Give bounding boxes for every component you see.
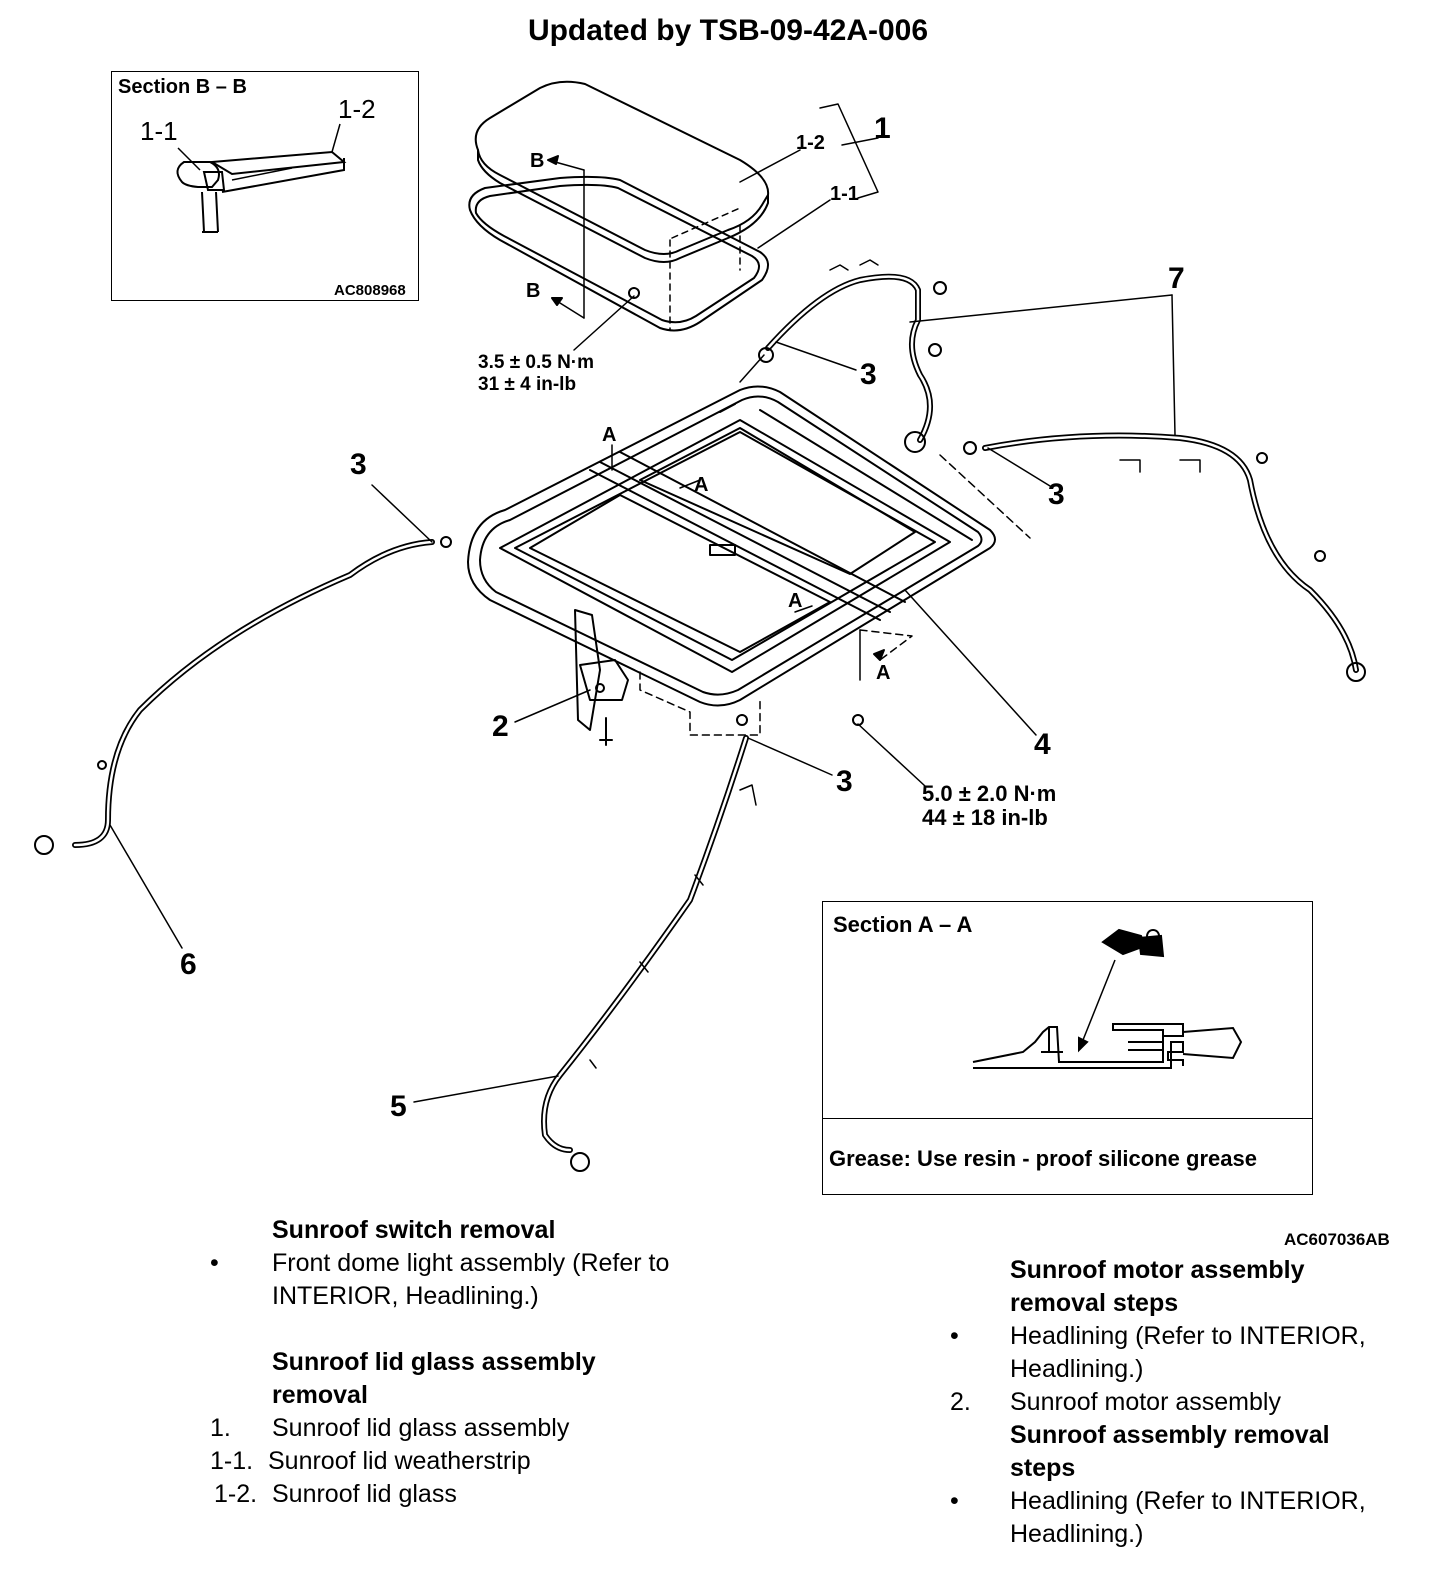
torque-frame-imperial: 44 ± 18 in-lb xyxy=(922,805,1048,830)
switch-item-line1: Front dome light assembly (Refer to xyxy=(272,1249,670,1277)
section-b-label-1-1: 1-1 xyxy=(140,116,178,146)
legend-item-1-num: 1. xyxy=(210,1414,231,1442)
legend-item-1-2-text: Sunroof lid glass xyxy=(272,1480,457,1508)
callout-1: 1 xyxy=(874,112,891,145)
section-a-marker-1: A xyxy=(602,424,617,446)
torque-lid-imperial: 31 ± 4 in-lb xyxy=(478,374,577,395)
section-a-marker-4: A xyxy=(876,662,891,684)
motor-item-2-num: 2. xyxy=(950,1388,971,1416)
switch-item-bullet: • xyxy=(210,1249,219,1277)
torque-spec-frame: 5.0 ± 2.0 N·m 44 ± 18 in-lb xyxy=(922,782,1056,830)
motor-item-1-line2: Headlining.) xyxy=(1010,1355,1144,1383)
legend-item-1-text: Sunroof lid glass assembly xyxy=(272,1414,570,1442)
legend-item-1-2-num: 1-2. xyxy=(214,1480,258,1508)
callout-1-1: 1-1 xyxy=(830,183,859,205)
torque-spec-lid: 3.5 ± 0.5 N·m 31 ± 4 in-lb xyxy=(478,352,594,396)
sunroof-lid-glass xyxy=(474,80,770,255)
lid-removal-heading-line1: Sunroof lid glass assembly xyxy=(272,1348,596,1376)
switch-removal-heading: Sunroof switch removal xyxy=(272,1216,556,1244)
callout-4: 4 xyxy=(1034,728,1051,761)
drain-hose-5 xyxy=(541,735,749,1153)
switch-item-line2: INTERIOR, Headlining.) xyxy=(272,1282,539,1310)
switch-removal-item: • Front dome light assembly (Refer to IN… xyxy=(210,1247,750,1313)
drain-hose-7a xyxy=(765,273,933,443)
sunroof-motor xyxy=(574,609,629,746)
drain-hose-6 xyxy=(72,539,435,848)
legend-left: Sunroof switch removal • Front dome ligh… xyxy=(210,1214,750,1511)
motor-item-1-bullet: • xyxy=(950,1322,959,1350)
callout-3-left: 3 xyxy=(350,448,367,481)
callout-1-2: 1-2 xyxy=(796,132,825,154)
assy-item-1: • Headlining (Refer to INTERIOR, Headlin… xyxy=(950,1485,1440,1551)
section-b-profile xyxy=(176,123,347,233)
motor-removal-heading-line2: removal steps xyxy=(1010,1289,1179,1317)
legend-item-1: 1. Sunroof lid glass assembly xyxy=(210,1412,750,1445)
motor-removal-heading-line1: Sunroof motor assembly xyxy=(1010,1256,1305,1284)
sunroof-lid-weatherstrip xyxy=(468,175,769,332)
assy-item-1-bullet: • xyxy=(950,1487,959,1515)
callout-7: 7 xyxy=(1168,262,1185,295)
section-b-marker-bottom: B xyxy=(526,280,541,302)
callout-3-right: 3 xyxy=(1048,478,1065,511)
motor-item-1: • Headlining (Refer to INTERIOR, Headlin… xyxy=(950,1320,1440,1386)
assy-item-1-line1: Headlining (Refer to INTERIOR, xyxy=(1010,1487,1366,1515)
section-b-inset: Section B – B 1-1 1-2 AC808968 xyxy=(111,71,419,301)
legend-right: Sunroof motor assembly removal steps • H… xyxy=(950,1254,1440,1551)
section-a-divider xyxy=(823,1118,1312,1119)
section-a-title: Section A – A xyxy=(833,912,973,937)
callout-6: 6 xyxy=(180,948,197,981)
assy-removal-heading-line1: Sunroof assembly removal xyxy=(1010,1421,1330,1449)
section-b-label-1-2: 1-2 xyxy=(338,94,376,124)
torque-lid-metric: 3.5 ± 0.5 N·m xyxy=(478,352,595,373)
sunroof-exploded-diagram xyxy=(34,80,1366,1172)
legend-item-1-1-num: 1-1. xyxy=(210,1447,254,1475)
legend-item-1-1: 1-1. Sunroof lid weatherstrip xyxy=(210,1445,750,1478)
section-a-marker-3: A xyxy=(788,590,803,612)
page-title: Updated by TSB-09-42A-006 xyxy=(527,14,929,47)
section-b-title: Section B – B xyxy=(118,76,247,98)
legend-item-1-2: 1-2. Sunroof lid glass xyxy=(210,1478,750,1511)
torque-frame-metric: 5.0 ± 2.0 N·m xyxy=(922,781,1057,806)
motor-item-1-line1: Headlining (Refer to INTERIOR, xyxy=(1010,1322,1366,1350)
callout-3-bottom: 3 xyxy=(836,765,853,798)
section-b-marker-top: B xyxy=(530,150,545,172)
sunroof-frame xyxy=(467,385,996,736)
motor-item-2-text: Sunroof motor assembly xyxy=(1010,1388,1281,1416)
legend-item-1-1-text: Sunroof lid weatherstrip xyxy=(268,1447,531,1475)
section-a-profile xyxy=(972,928,1243,1069)
callout-5: 5 xyxy=(390,1090,407,1123)
callout-2: 2 xyxy=(492,710,509,743)
section-a-marker-2: A xyxy=(694,474,709,496)
assy-removal-heading-line2: steps xyxy=(1010,1454,1076,1482)
motor-item-2: 2. Sunroof motor assembly xyxy=(950,1386,1440,1419)
figure-code: AC607036AB xyxy=(1284,1230,1390,1249)
drain-hose-7b xyxy=(982,432,1359,673)
lid-removal-heading-line2: removal xyxy=(272,1381,368,1409)
callout-3-top: 3 xyxy=(860,358,877,391)
assy-item-1-line2: Headlining.) xyxy=(1010,1520,1144,1548)
section-b-code: AC808968 xyxy=(334,282,406,299)
section-a-grease-note: Grease: Use resin - proof silicone greas… xyxy=(829,1146,1257,1171)
section-a-inset: Section A – A Grease: Use resin - proof … xyxy=(822,901,1313,1195)
